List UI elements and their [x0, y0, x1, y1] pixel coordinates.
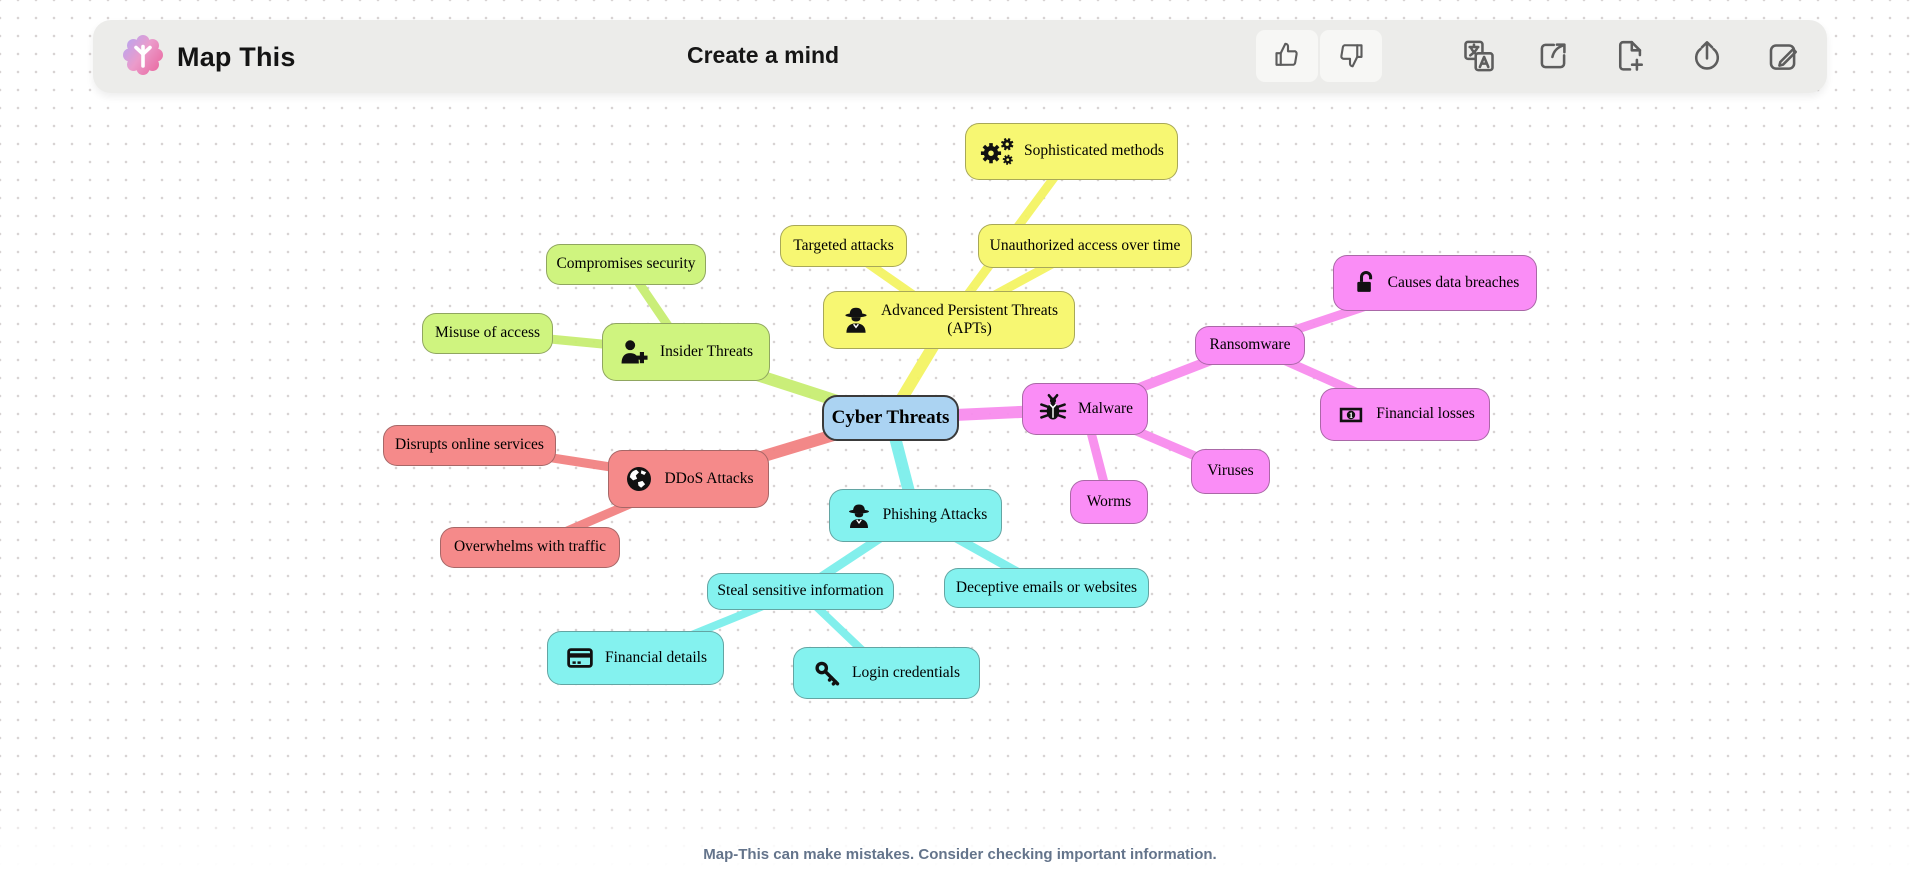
- node-label: Deceptive emails or websites: [955, 578, 1138, 596]
- footer-disclaimer: Map-This can make mistakes. Consider che…: [703, 846, 1217, 863]
- node-targeted-attacks[interactable]: Targeted attacks: [780, 225, 907, 267]
- node-label: Financial details: [604, 648, 707, 666]
- node-viruses[interactable]: Viruses: [1191, 449, 1270, 494]
- footer-fade: [0, 805, 1920, 869]
- page-title: Create a mind: [687, 42, 840, 68]
- node-label: Advanced Persistent Threats (APTs): [880, 301, 1059, 337]
- node-overwhelms-with-traffic[interactable]: Overwhelms with traffic: [440, 527, 620, 568]
- node-label: Compromises security: [556, 255, 696, 273]
- upload-button[interactable]: [1687, 37, 1727, 77]
- edit-icon: [1765, 38, 1801, 77]
- node-financial-losses[interactable]: 1 Financial losses: [1320, 388, 1490, 441]
- node-worms[interactable]: Worms: [1070, 480, 1148, 524]
- spy-icon: [844, 501, 874, 531]
- node-label: Ransomware: [1209, 336, 1291, 354]
- thumbs-down-button[interactable]: [1320, 30, 1382, 82]
- node-compromises-security[interactable]: Compromises security: [546, 244, 706, 285]
- app-logo[interactable]: Map This: [119, 31, 296, 84]
- translate-icon: [1461, 38, 1497, 77]
- node-label: DDoS Attacks: [664, 469, 754, 487]
- translate-button[interactable]: [1459, 37, 1499, 77]
- node-label: Insider Threats: [659, 342, 754, 360]
- node-label: Worms: [1086, 492, 1132, 510]
- node-label: Causes data breaches: [1387, 273, 1520, 291]
- bug-icon: [1037, 393, 1069, 425]
- key-icon: [813, 658, 843, 688]
- node-disrupts-online-services[interactable]: Disrupts online services: [383, 425, 556, 466]
- node-ransomware[interactable]: Ransomware: [1195, 326, 1305, 365]
- node-apts[interactable]: Advanced Persistent Threats (APTs): [823, 291, 1075, 349]
- node-label: Disrupts online services: [395, 436, 544, 454]
- new-file-icon: [1612, 38, 1648, 77]
- person-plus-icon: [619, 336, 651, 368]
- share-icon: [1535, 38, 1571, 77]
- node-label: Misuse of access: [434, 324, 541, 342]
- node-label: Login credentials: [851, 663, 961, 681]
- node-label: Phishing Attacks: [882, 506, 988, 524]
- node-label: Financial losses: [1376, 405, 1475, 423]
- node-unauthorized-access[interactable]: Unauthorized access over time: [978, 224, 1192, 268]
- node-phishing-attacks[interactable]: Phishing Attacks: [829, 489, 1002, 542]
- edit-button[interactable]: [1763, 37, 1803, 77]
- globe-icon: [623, 463, 655, 495]
- app-name: Map This: [177, 42, 296, 72]
- node-misuse-of-access[interactable]: Misuse of access: [422, 313, 553, 354]
- thumbs-up-icon: [1272, 40, 1302, 73]
- node-insider-threats[interactable]: Insider Threats: [602, 323, 770, 381]
- upload-icon: [1689, 38, 1725, 77]
- node-cyber-threats-root[interactable]: Cyber Threats: [822, 395, 959, 441]
- node-label: Sophisticated methods: [1024, 142, 1164, 160]
- node-steal-sensitive-information[interactable]: Steal sensitive information: [707, 573, 894, 610]
- node-label: Overwhelms with traffic: [453, 538, 607, 556]
- thumbs-down-icon: [1336, 40, 1366, 73]
- header-bar: Map This Create a mind: [93, 20, 1827, 93]
- node-label: Malware: [1077, 399, 1134, 417]
- feedback-buttons: [1256, 30, 1382, 82]
- banknote-icon: 1: [1335, 401, 1367, 429]
- node-causes-data-breaches[interactable]: Causes data breaches: [1333, 255, 1537, 311]
- new-file-button[interactable]: [1610, 37, 1650, 77]
- thumbs-up-button[interactable]: [1256, 30, 1318, 82]
- brain-logo-icon: [119, 31, 167, 84]
- node-label: Unauthorized access over time: [989, 236, 1181, 254]
- node-sophisticated-methods[interactable]: Sophisticated methods: [965, 123, 1178, 180]
- svg-text:1: 1: [1349, 410, 1353, 420]
- unlock-icon: [1351, 268, 1379, 298]
- node-financial-details[interactable]: Financial details: [547, 631, 724, 685]
- node-label: Targeted attacks: [793, 236, 894, 254]
- credit-card-icon: [564, 643, 596, 673]
- gears-icon: [979, 136, 1015, 168]
- node-label: Cyber Threats: [831, 406, 950, 428]
- share-button[interactable]: [1533, 37, 1573, 77]
- spy-icon: [840, 304, 872, 336]
- node-label: Viruses: [1207, 462, 1254, 480]
- node-ddos-attacks[interactable]: DDoS Attacks: [608, 450, 769, 508]
- node-label: Steal sensitive information: [717, 582, 884, 600]
- node-login-credentials[interactable]: Login credentials: [793, 647, 980, 699]
- node-malware[interactable]: Malware: [1022, 383, 1148, 435]
- node-deceptive-emails[interactable]: Deceptive emails or websites: [944, 568, 1149, 608]
